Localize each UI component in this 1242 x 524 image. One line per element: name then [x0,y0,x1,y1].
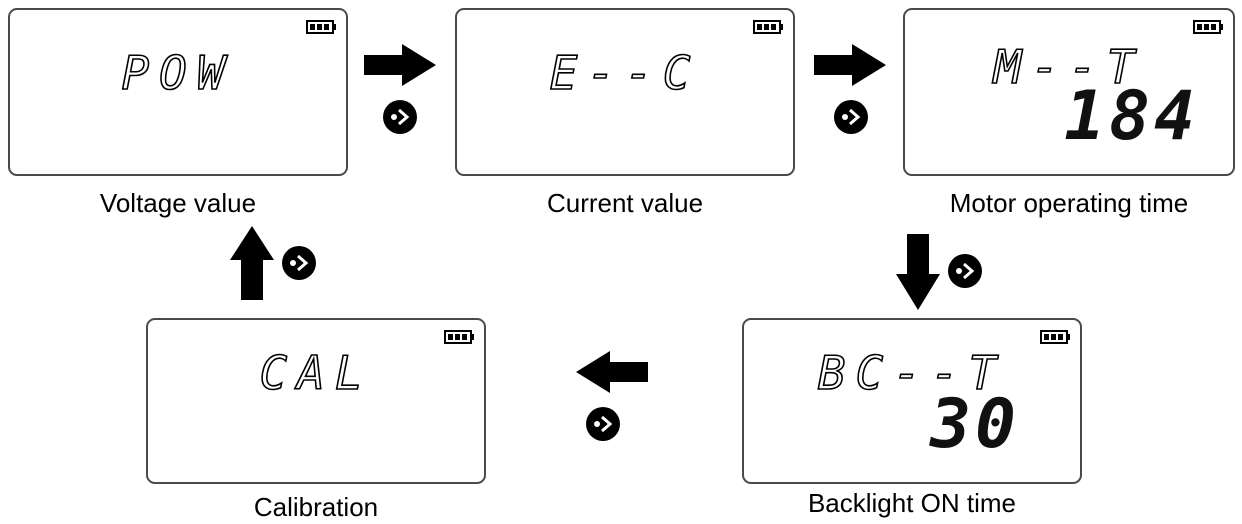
lcd-value: 184 [1064,77,1199,156]
caption-motor-operating-time: Motor operating time [949,188,1189,218]
lcd-top-text: CAL [259,345,373,401]
battery-icon [306,20,336,34]
lcd-value: 30 [930,385,1020,464]
next-button-icon [948,254,982,288]
battery-icon [1193,20,1223,34]
lcd-top-text: M--T [993,39,1145,95]
caption-current-value: Current value [546,188,704,218]
lcd-screen-cal: CAL [146,318,486,484]
caption-voltage-value: Voltage value [99,188,257,218]
arrow-up-icon [230,226,274,300]
lcd-top-text: E--C [549,45,701,101]
lcd-screen-pow: POW [8,8,348,176]
next-button-icon [586,407,620,441]
battery-icon [753,20,783,34]
arrow-right-icon [814,44,886,86]
lcd-top-text: BC--T [817,345,1007,401]
next-button-icon [383,100,417,134]
arrow-right-icon [364,44,436,86]
battery-icon [444,330,474,344]
arrow-left-icon [576,351,648,393]
lcd-screen-bct: BC--T 30 [742,318,1082,484]
next-button-icon [282,246,316,280]
caption-backlight-on-time: Backlight ON time [807,488,1017,518]
arrow-down-icon [896,234,940,310]
lcd-top-text: POW [121,45,235,101]
battery-icon [1040,330,1070,344]
lcd-screen-mt: M--T 184 [903,8,1235,176]
next-button-icon [834,100,868,134]
caption-calibration: Calibration [253,492,379,522]
lcd-screen-ec: E--C [455,8,795,176]
